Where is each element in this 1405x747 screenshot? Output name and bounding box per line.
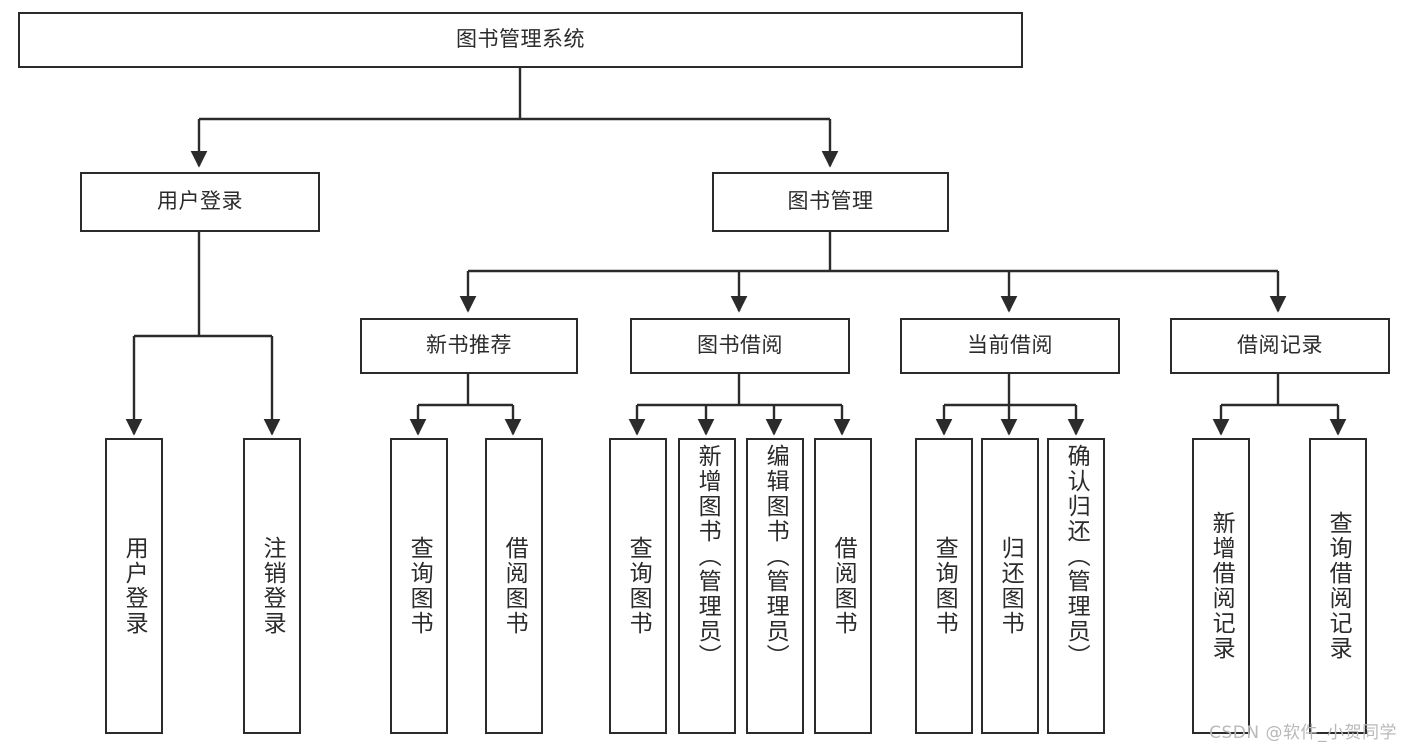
node-leaf-query-book-label: 查询图书 xyxy=(625,536,652,636)
node-leaf-borrow-book-label: 借阅图书 xyxy=(830,536,857,636)
node-leaf-return-book[interactable]: 归还图书 xyxy=(981,438,1039,734)
node-leaf-add-book-admin[interactable]: 新增图书（管理员） xyxy=(678,438,736,734)
node-borrow-record-label: 借阅记录 xyxy=(1237,333,1323,358)
node-book-manage-label: 图书管理 xyxy=(787,189,874,214)
node-borrow-record[interactable]: 借阅记录 xyxy=(1170,318,1390,374)
node-root[interactable]: 图书管理系统 xyxy=(18,12,1023,68)
node-book-borrow[interactable]: 图书借阅 xyxy=(630,318,850,374)
node-leaf-confirm-return-admin-label: 确认归还（管理员） xyxy=(1063,444,1090,669)
node-leaf-borrow-book-recommend[interactable]: 借阅图书 xyxy=(485,438,543,734)
node-leaf-query-book-recommend-label: 查询图书 xyxy=(406,536,433,636)
node-leaf-edit-book-admin-label: 编辑图书（管理员） xyxy=(762,444,789,669)
node-leaf-query-book-recommend[interactable]: 查询图书 xyxy=(390,438,448,734)
node-leaf-return-book-label: 归还图书 xyxy=(997,536,1024,636)
node-leaf-user-login-label: 用户登录 xyxy=(121,536,148,636)
node-new-book-recommend[interactable]: 新书推荐 xyxy=(360,318,578,374)
node-leaf-query-book-current[interactable]: 查询图书 xyxy=(915,438,973,734)
node-leaf-logout[interactable]: 注销登录 xyxy=(243,438,301,734)
node-user-login-label: 用户登录 xyxy=(157,189,243,214)
node-leaf-borrow-book[interactable]: 借阅图书 xyxy=(814,438,872,734)
node-leaf-add-borrow-record-label: 新增借阅记录 xyxy=(1208,511,1235,661)
node-leaf-borrow-book-recommend-label: 借阅图书 xyxy=(501,536,528,636)
node-leaf-query-book[interactable]: 查询图书 xyxy=(609,438,667,734)
node-leaf-user-login[interactable]: 用户登录 xyxy=(105,438,163,734)
node-current-borrow[interactable]: 当前借阅 xyxy=(900,318,1120,374)
node-current-borrow-label: 当前借阅 xyxy=(967,333,1053,358)
watermark-text: CSDN @软件_小贺同学 xyxy=(1209,723,1397,743)
node-user-login[interactable]: 用户登录 xyxy=(80,172,320,232)
node-leaf-query-borrow-record-label: 查询借阅记录 xyxy=(1325,511,1352,661)
node-root-label: 图书管理系统 xyxy=(456,27,585,52)
node-new-book-recommend-label: 新书推荐 xyxy=(426,333,512,358)
node-leaf-add-book-admin-label: 新增图书（管理员） xyxy=(694,444,721,669)
node-leaf-query-borrow-record[interactable]: 查询借阅记录 xyxy=(1309,438,1367,734)
node-leaf-edit-book-admin[interactable]: 编辑图书（管理员） xyxy=(746,438,804,734)
node-leaf-query-book-current-label: 查询图书 xyxy=(931,536,958,636)
node-leaf-confirm-return-admin[interactable]: 确认归还（管理员） xyxy=(1047,438,1105,734)
node-book-borrow-label: 图书借阅 xyxy=(697,333,783,358)
node-book-manage[interactable]: 图书管理 xyxy=(712,172,949,232)
node-leaf-logout-label: 注销登录 xyxy=(259,536,286,636)
node-leaf-add-borrow-record[interactable]: 新增借阅记录 xyxy=(1192,438,1250,734)
